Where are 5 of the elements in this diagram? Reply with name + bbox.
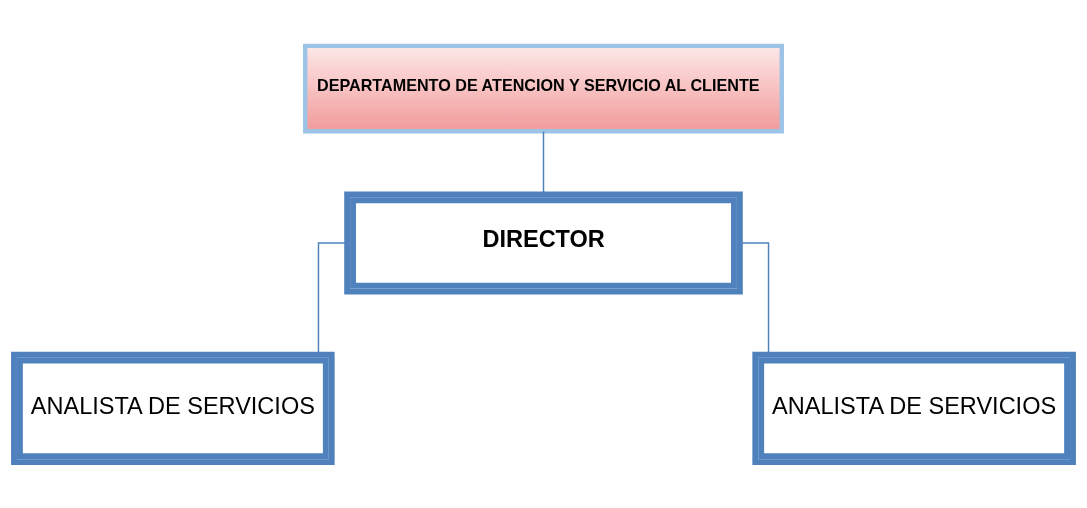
connector <box>542 130 545 195</box>
node-box: ANALISTA DE SERVICIOS <box>11 351 335 466</box>
node-box: DIRECTOR <box>344 191 743 295</box>
node-box: DEPARTAMENTO DE ATENCION Y SERVICIO AL CLIENTE <box>303 43 784 134</box>
node-box: ANALISTA DE SERVICIOS <box>752 351 1076 466</box>
